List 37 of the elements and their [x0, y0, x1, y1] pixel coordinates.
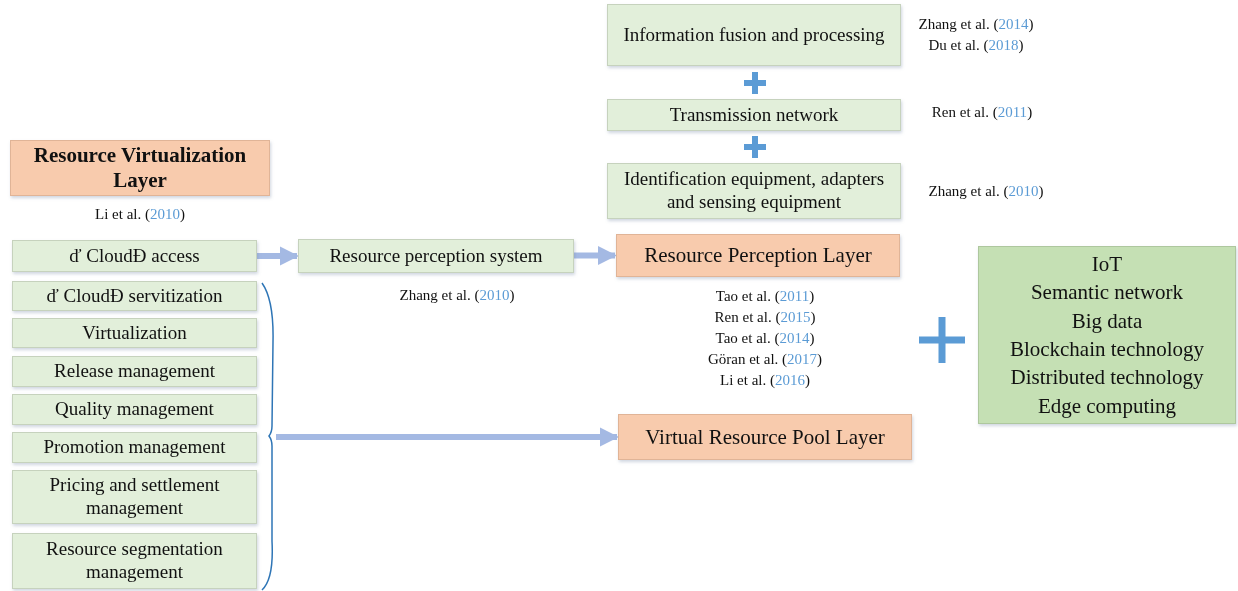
citation: Ren et al. (2015) — [714, 309, 816, 326]
list-item: IoT — [1091, 250, 1123, 278]
citation: Zhang et al. (2010) — [928, 183, 1044, 200]
list-item: Distributed technology — [1010, 364, 1204, 392]
process-box: Pricing and settlement management — [12, 470, 257, 524]
process-box: Resource segmentation management — [12, 533, 257, 589]
citation: Ren et al. (2011) — [931, 104, 1033, 121]
arrow — [574, 245, 617, 266]
process-box: ď CloudĐ servitization — [12, 281, 257, 311]
process-box: Information fusion and processing — [607, 4, 901, 66]
process-box: Quality management — [12, 394, 257, 425]
arrow — [276, 427, 619, 447]
curly-brace — [260, 282, 276, 591]
layer-box: Resource Virtualization Layer — [10, 140, 270, 196]
arrow — [257, 246, 299, 266]
layer-box: Virtual Resource Pool Layer — [618, 414, 912, 460]
process-box: Resource perception system — [298, 239, 574, 273]
citation: Li et al. (2016) — [720, 372, 810, 389]
layer-box: Resource Perception Layer — [616, 234, 900, 277]
technology-box — [978, 246, 1236, 424]
list-item: Big data — [1071, 307, 1143, 335]
citation: Tao et al. (2011) — [715, 288, 815, 305]
citation: Du et al. (2018) — [928, 37, 1024, 54]
process-box: Identification equipment, adapters and sensing equipment — [607, 163, 901, 219]
process-box: ď CloudĐ access — [12, 240, 257, 272]
citation: Zhang et al. (2010) — [399, 287, 515, 304]
list-item: Blockchain technology — [1009, 336, 1205, 363]
process-box: Promotion management — [12, 432, 257, 463]
citation: Tao et al. (2014) — [715, 330, 815, 347]
process-box: Transmission network — [607, 99, 901, 131]
list-item: Edge computing — [1037, 392, 1177, 420]
process-box: Virtualization — [12, 318, 257, 348]
citation: Li et al. (2010) — [95, 206, 185, 223]
citation: Göran et al. (2017) — [707, 351, 823, 368]
process-box: Release management — [12, 356, 257, 387]
citation: Zhang et al. (2014) — [918, 16, 1034, 33]
list-item: Semantic network — [1030, 279, 1184, 307]
